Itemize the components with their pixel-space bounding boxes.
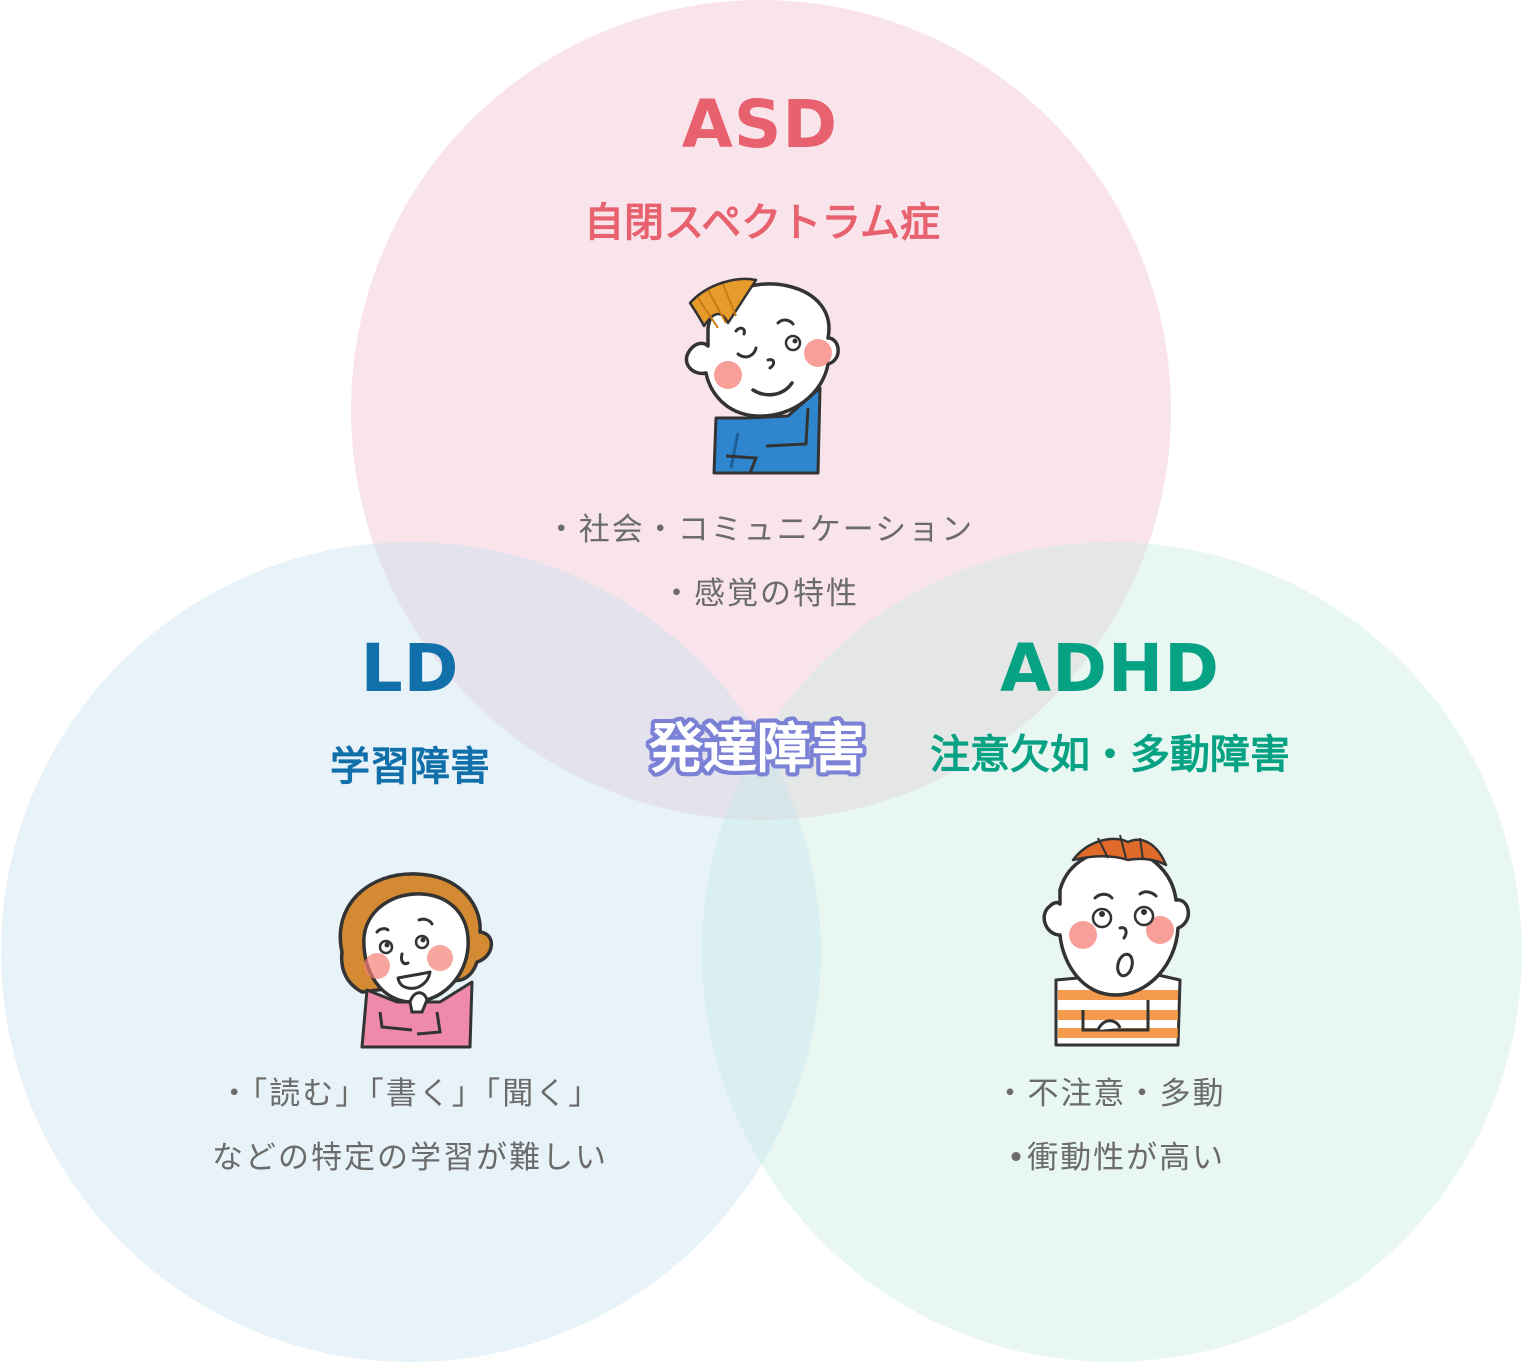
adhd-acronym: ADHD bbox=[1000, 630, 1220, 707]
center-label-developmental-disorders: 発達障害 bbox=[649, 717, 865, 780]
asd-description-line-1: ・社会・コミュニケーション bbox=[545, 512, 975, 548]
asd-description-line-2: ・感覚の特性 bbox=[661, 576, 859, 612]
ld-girl-illustration bbox=[338, 872, 493, 1049]
asd-boy-illustration bbox=[684, 277, 840, 475]
ld-description-line-2: などの特定の学習が難しい bbox=[212, 1140, 608, 1176]
asd-full-name: 自閉スペクトラム症 bbox=[584, 200, 940, 246]
adhd-description-line-1: ・不注意・多動 bbox=[994, 1076, 1226, 1112]
ld-full-name: 学習障害 bbox=[330, 744, 490, 790]
ld-description-line-1: ・「読む」「書く」「聞く」 bbox=[218, 1076, 602, 1112]
ld-acronym: LD bbox=[360, 630, 460, 707]
asd-acronym: ASD bbox=[681, 86, 839, 163]
adhd-boy-illustration bbox=[1042, 834, 1190, 1047]
adhd-full-name: 注意欠如・多動障害 bbox=[930, 732, 1290, 778]
adhd-description-line-2: •衝動性が高い bbox=[1006, 1140, 1226, 1176]
